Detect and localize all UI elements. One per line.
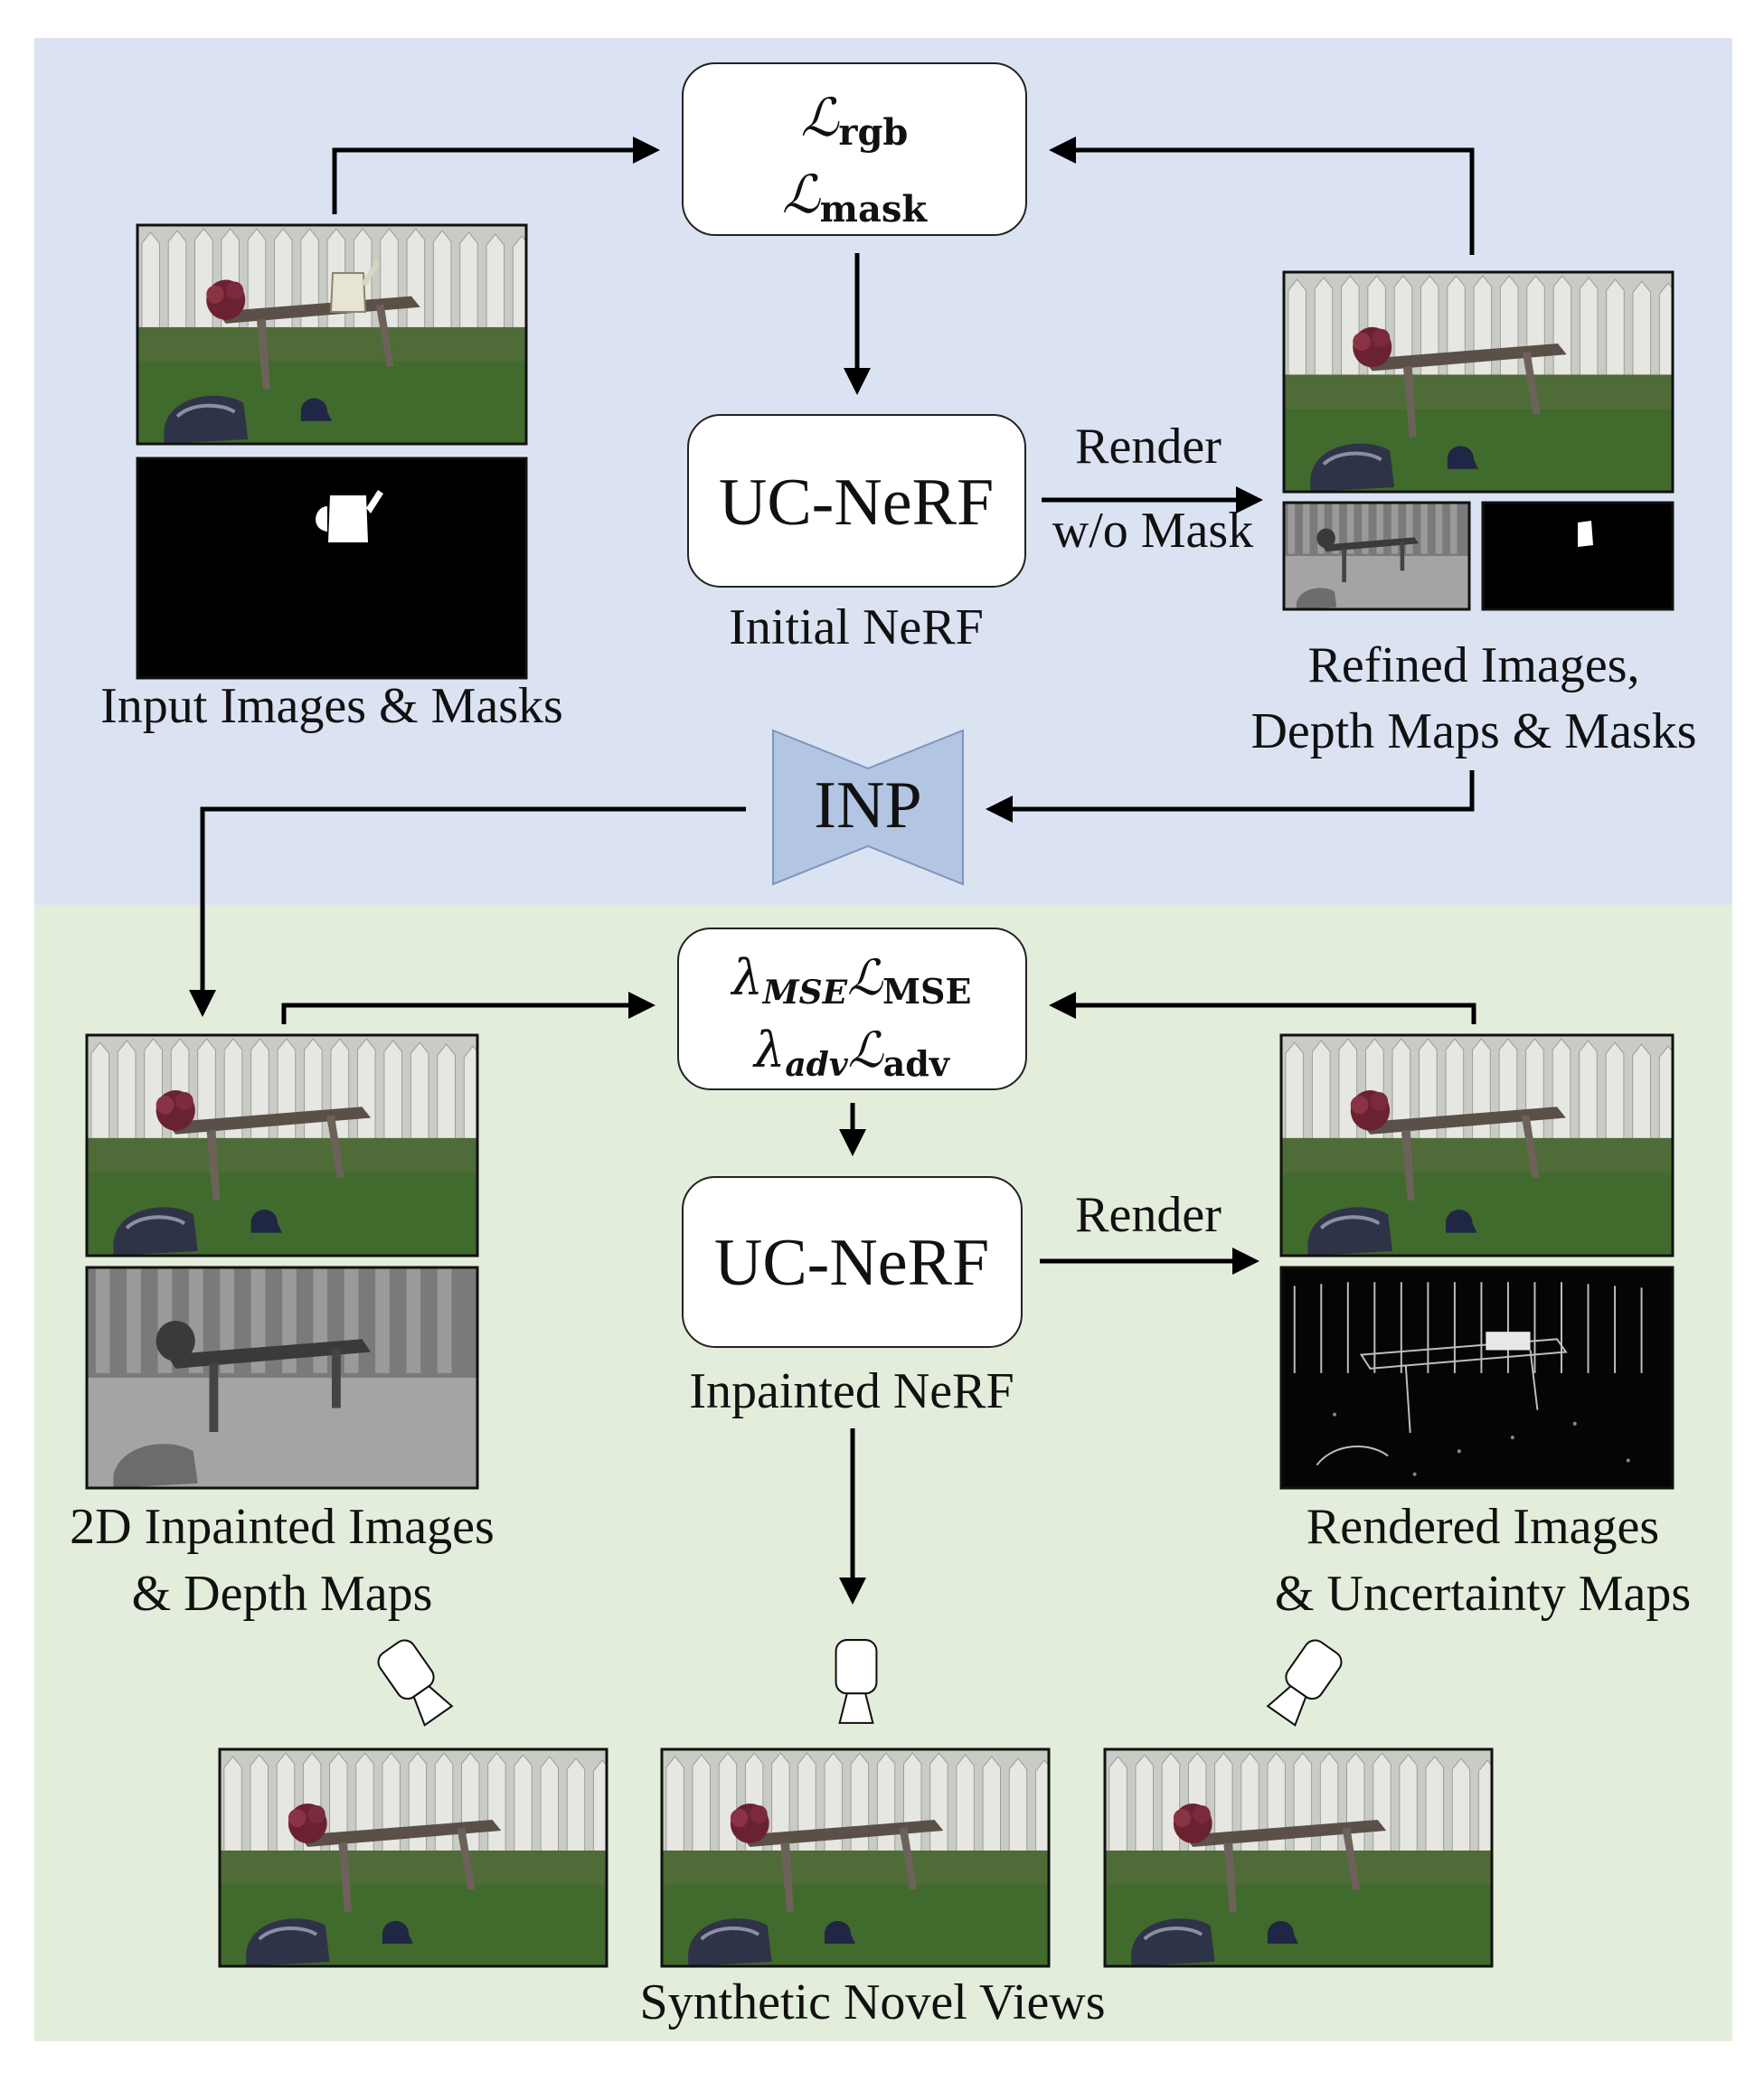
arrow-inp-to-inpainted (189, 806, 746, 1017)
inpainted-image-photo (85, 1033, 479, 1257)
render-label-top: Render (1075, 419, 1222, 475)
watering-can (329, 260, 381, 313)
inpainted-nerf-caption: Inpainted NeRF (689, 1363, 1014, 1419)
inpainted-2d-caption-line1: 2D Inpainted Images (70, 1499, 495, 1555)
refined-caption-line2: Depth Maps & Masks (1250, 703, 1696, 759)
camera-icon-center (835, 1639, 878, 1724)
refined-caption-line1: Refined Images, (1308, 637, 1640, 693)
arrow-refined-to-loss (1049, 137, 1475, 255)
rendered-caption-line1: Rendered Images (1306, 1499, 1659, 1555)
inpainted-depth-map (85, 1266, 479, 1490)
render-label-bottom: Render (1075, 1187, 1222, 1243)
initial-nerf-box (687, 414, 1026, 588)
initial-nerf-box-label: UC-NeRF (719, 466, 994, 540)
initial-nerf-caption: Initial NeRF (729, 599, 984, 655)
loss-adv: λadvℒadv (752, 1022, 951, 1084)
without-mask-label: w/o Mask (1052, 503, 1253, 559)
loss-box-top (682, 62, 1027, 236)
refined-mask (1481, 501, 1674, 611)
inp-label: INP (814, 768, 921, 843)
novel-views-caption: Synthetic Novel Views (639, 1974, 1105, 2030)
loss-box-bottom (677, 928, 1027, 1090)
refined-depth-map (1282, 501, 1471, 611)
arrow-input-to-loss (332, 137, 660, 214)
inpainted-2d-caption-line2: & Depth Maps (132, 1566, 433, 1622)
inpainted-nerf-box-label: UC-NeRF (714, 1226, 989, 1300)
loss-mse: λMSEℒMSE (731, 949, 972, 1012)
arrow-refined-to-inp (986, 770, 1475, 823)
arrow-rendered-to-loss (1049, 992, 1476, 1024)
input-mask (136, 457, 528, 680)
novel-view-center (660, 1747, 1051, 1968)
rendered-caption-line2: & Uncertainty Maps (1275, 1566, 1691, 1622)
arrow-inpainted-to-loss (281, 992, 656, 1024)
rendered-image-photo (1279, 1033, 1674, 1257)
input-image-photo (136, 223, 528, 446)
novel-view-left (218, 1747, 608, 1968)
loss-rgb: ℒrgb (801, 87, 909, 154)
loss-mask: ℒmask (782, 164, 929, 231)
novel-view-right (1103, 1747, 1494, 1968)
uncertainty-map (1279, 1266, 1674, 1490)
inpainted-nerf-box (682, 1176, 1023, 1348)
refined-image-photo (1282, 270, 1674, 494)
input-images-caption: Input Images & Masks (100, 678, 563, 734)
inp-block (773, 730, 963, 884)
